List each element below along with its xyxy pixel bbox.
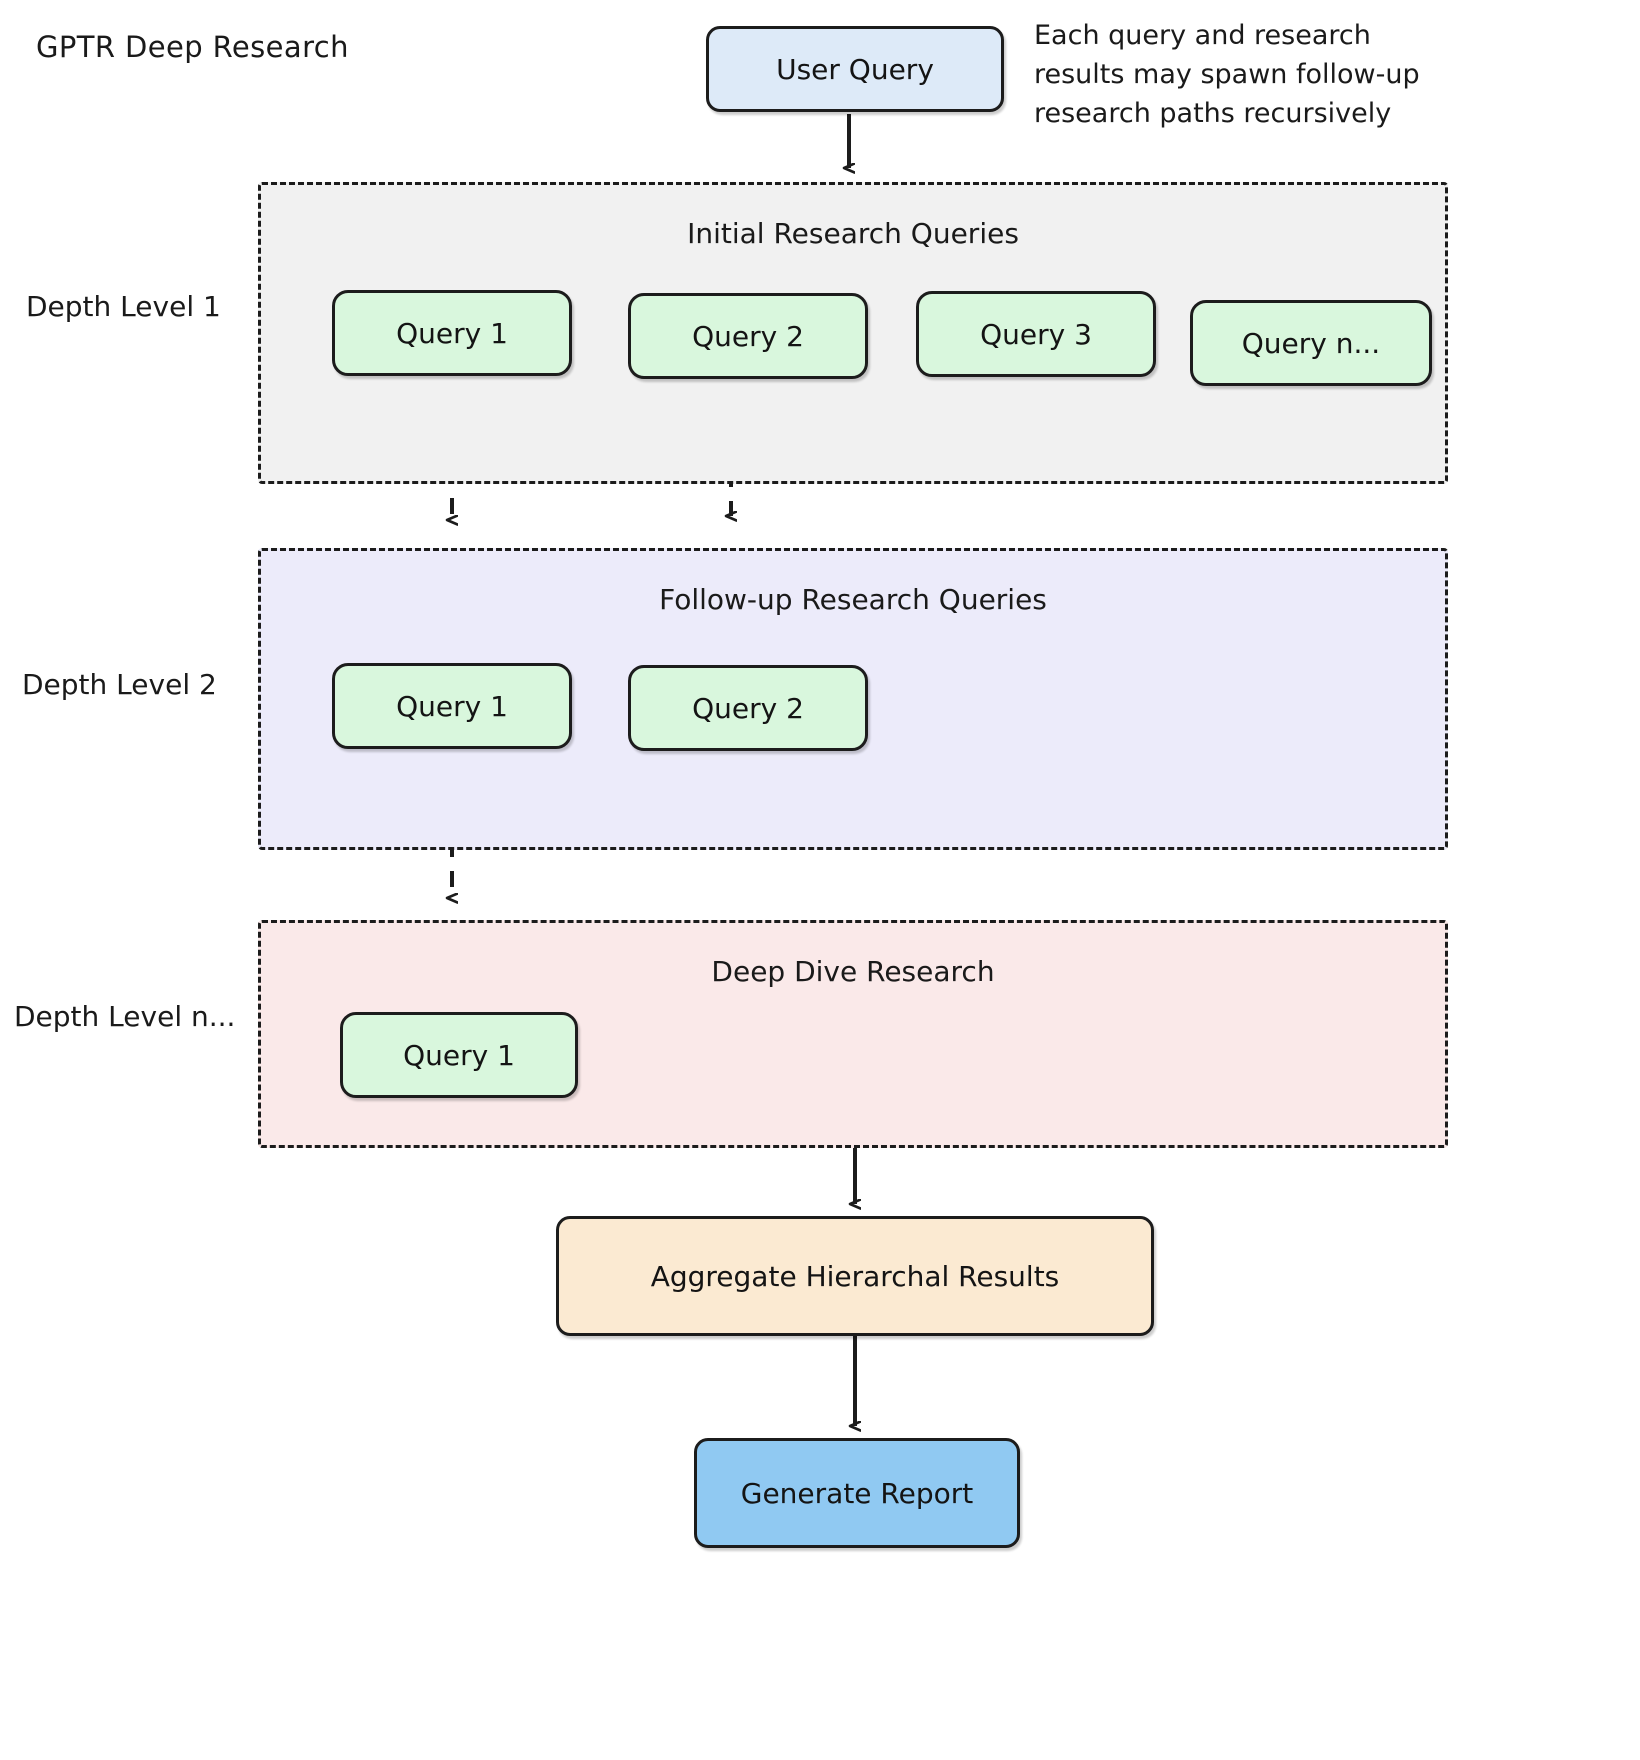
node-depth1-query-2[interactable]: Query 2 (628, 293, 868, 379)
node-depth1-query-3[interactable]: Query 3 (916, 291, 1156, 377)
node-depth1-query-1[interactable]: Query 1 (332, 290, 572, 376)
diagram-title: GPTR Deep Research (36, 30, 349, 64)
node-depth1-query-n[interactable]: Query n... (1190, 300, 1432, 386)
depth-level-2-label: Depth Level 2 (22, 668, 217, 701)
group-followup-title: Follow-up Research Queries (659, 583, 1047, 616)
node-depth2-query-1[interactable]: Query 1 (332, 663, 572, 749)
depth-level-1-label: Depth Level 1 (26, 290, 221, 323)
recursion-note: Each query and research results may spaw… (1034, 20, 1420, 129)
group-initial-title: Initial Research Queries (687, 217, 1019, 250)
node-depth2-query-2[interactable]: Query 2 (628, 665, 868, 751)
node-generate-report[interactable]: Generate Report (694, 1438, 1020, 1548)
depth-level-n-label: Depth Level n... (14, 1000, 236, 1033)
node-user-query[interactable]: User Query (706, 26, 1004, 112)
node-depthn-query-1[interactable]: Query 1 (340, 1012, 578, 1098)
group-deepdive-title: Deep Dive Research (711, 955, 995, 988)
node-aggregate-hierarchal-results[interactable]: Aggregate Hierarchal Results (556, 1216, 1154, 1336)
